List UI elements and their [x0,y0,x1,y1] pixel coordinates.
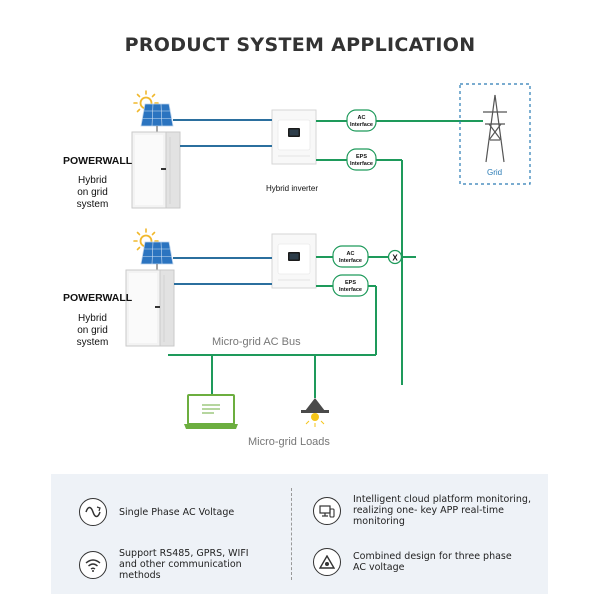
cloud-monitor-icon [313,496,341,525]
switch-symbol: X [392,254,398,263]
ac-interface-label-2b: Interface [339,258,362,264]
feature-communication: Support RS485, GPRS, WIFI and other comm… [79,548,249,581]
eps-interface-label-1b: Interface [350,161,373,167]
ac-interface-label-1b: Interface [350,122,373,128]
feature-2-line1: Support RS485, GPRS, WIFI [119,548,249,559]
eps-interface-badge-1 [346,148,377,171]
feature-three-phase: Combined design for three phase AC volta… [313,548,512,576]
three-phase-icon [313,548,341,576]
system-2-name: POWERWALL [63,292,133,304]
power-tower-icon [483,94,507,163]
feature-2-line2: and other communication [119,559,242,570]
system-1-subtitle: Hybrid on grid system [60,175,125,211]
micro-grid-loads-label: Micro-grid Loads [248,436,330,448]
eps-interface-badge-2 [332,274,369,297]
feature-3-line2: realizing one- key APP real-time [353,505,504,516]
feature-text: Support RS485, GPRS, WIFI and other comm… [119,548,249,581]
feature-3-line3: monitoring [353,516,405,527]
ac-interface-badge-1 [346,109,377,132]
feature-text: Combined design for three phase AC volta… [353,551,512,573]
system-1-subtitle-line1: Hybrid [78,175,107,186]
wifi-icon [79,550,107,579]
solar-panel-icon-2 [140,241,174,271]
ac-interface-label-2a: AC [347,251,355,257]
battery-icon-1 [131,131,181,209]
hybrid-inverter-icon-1 [271,109,317,165]
feature-single-phase: Single Phase AC Voltage [79,498,234,526]
feature-4-line1: Combined design for three phase [353,551,512,562]
battery-icon-2 [125,269,175,347]
system-1-name: POWERWALL [63,155,133,167]
feature-cloud-monitoring: Intelligent cloud platform monitoring, r… [313,494,531,527]
grid-label: Grid [487,168,503,177]
features-panel: Single Phase AC Voltage Support RS485, G… [51,474,548,594]
ac-interface-label-1a: AC [358,115,366,121]
eps-interface-label-1a: EPS [356,154,367,160]
page-title: PRODUCT SYSTEM APPLICATION [124,34,476,56]
feature-1-line1: Single Phase AC Voltage [119,506,235,518]
system-1-subtitle-line2: on grid system [76,187,109,210]
micro-grid-bus-label: Micro-grid AC Bus [212,336,301,348]
feature-text: Single Phase AC Voltage [119,507,234,518]
system-2-subtitle: Hybrid on grid system [60,313,125,349]
eps-interface-label-2a: EPS [345,280,356,286]
monitor-icon [184,394,238,429]
system-2-subtitle-line2: on grid system [76,325,109,348]
solar-panel-icon-1 [140,103,174,133]
grid-box [459,83,531,185]
feature-4-line2: AC voltage [353,562,405,573]
feature-text: Intelligent cloud platform monitoring, r… [353,494,531,527]
lamp-icon [301,398,329,427]
feature-3-line1: Intelligent cloud platform monitoring, [353,494,531,505]
sine-wave-icon [79,498,107,526]
features-divider [291,488,292,580]
feature-2-line3: methods [119,570,161,581]
hybrid-inverter-icon-2 [271,233,317,289]
ac-interface-badge-2 [332,245,369,268]
eps-interface-label-2b: Interface [339,287,362,293]
system-2-subtitle-line1: Hybrid [78,313,107,324]
hybrid-inverter-label: Hybrid inverter [266,184,319,193]
